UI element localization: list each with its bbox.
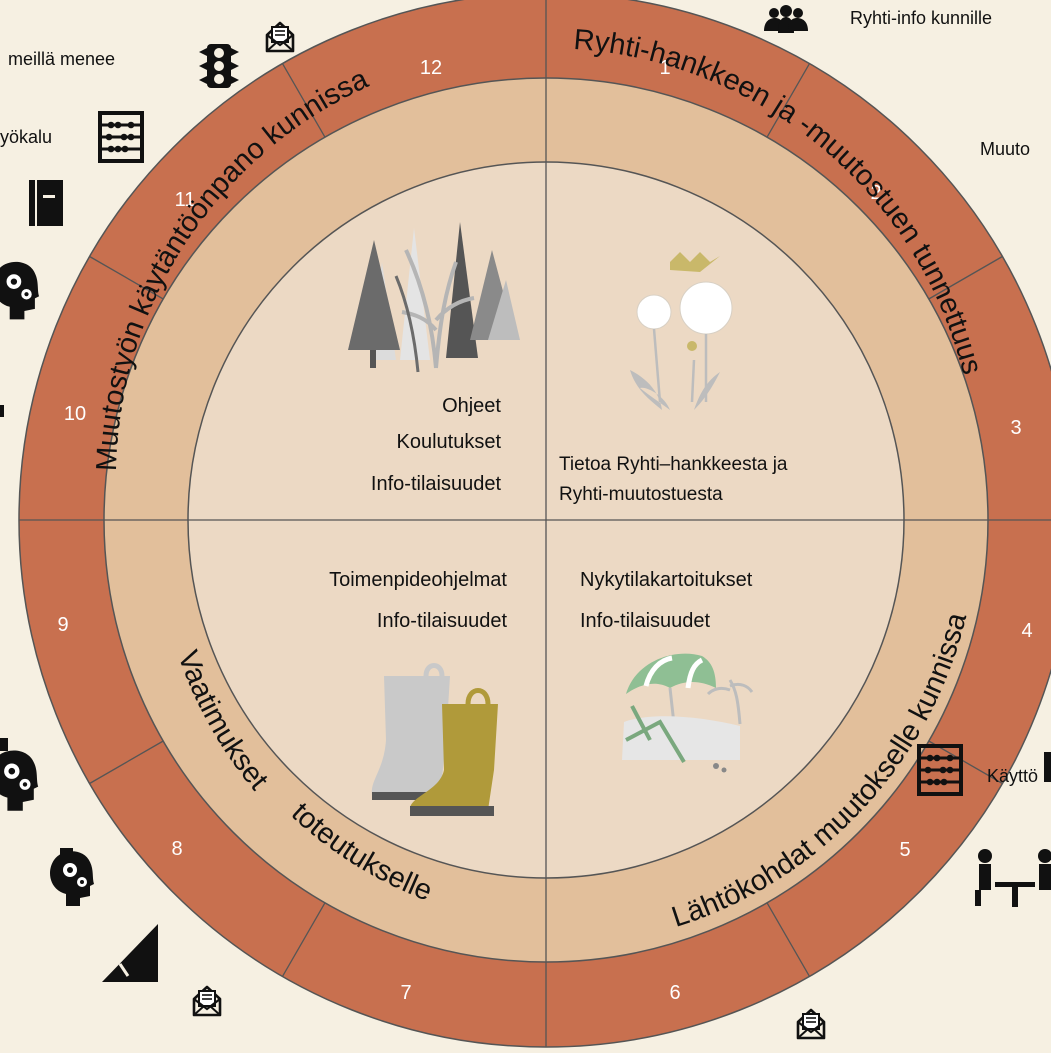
head-gears-icon [0, 750, 39, 811]
quadrant-items-bottom-left: Toimenpideohjelmat Info-tilaisuudet [329, 569, 507, 632]
month-12: 12 [420, 57, 442, 79]
month-8: 8 [171, 838, 182, 860]
abacus-icon [98, 111, 144, 163]
side-label-meilla-menee: meillä menee [8, 49, 115, 69]
boots-illustration [371, 663, 498, 816]
traffic-light-icon [199, 44, 239, 88]
month-10: 10 [64, 403, 86, 425]
item-tietoa-2: Ryhti-muutostuesta [559, 484, 723, 505]
quadrant-items-top-left: Ohjeet Koulutukset Info-tilaisuudet [371, 395, 502, 495]
month-7: 7 [400, 982, 411, 1004]
quadrant-items-top-right: Tietoa Ryhti–hankkeesta ja Ryhti-muutost… [559, 454, 788, 505]
beach-illustration [622, 653, 754, 773]
month-divider-lines [19, 0, 1051, 1047]
question-icon [60, 848, 73, 861]
item-tietoa-1: Tietoa Ryhti–hankkeesta ja [559, 454, 788, 475]
book-icon [29, 180, 63, 226]
quadrant-items-bottom-right: Nykytilakartoitukset Info-tilaisuudet [580, 569, 753, 632]
head-gears-icon [0, 261, 40, 320]
month-1: 1 [659, 57, 670, 79]
item-info-tilaisuudet-br: Info-tilaisuudet [580, 610, 711, 632]
envelope-icon [796, 1008, 826, 1040]
item-toimenpideohjelmat: Toimenpideohjelmat [329, 569, 507, 591]
quadrant-divider-lines [104, 78, 988, 962]
month-2: 2 [870, 182, 881, 204]
side-label-kaytto: Käyttö [987, 766, 1038, 786]
meeting-icon [975, 849, 1051, 907]
month-labels: 1 2 3 4 5 6 7 8 9 10 11 12 [57, 57, 1032, 1004]
item-ohjeet: Ohjeet [442, 395, 501, 417]
item-info-tilaisuudet: Info-tilaisuudet [371, 473, 502, 495]
month-3: 3 [1010, 417, 1021, 439]
trees-illustration [348, 222, 520, 373]
item-nykytilakartoitukset: Nykytilakartoitukset [580, 569, 753, 591]
side-icon-fragment [1044, 752, 1051, 782]
month-5: 5 [899, 839, 910, 861]
climber-icon [102, 924, 158, 982]
side-label-muuto: Muuto [980, 139, 1030, 159]
side-label-ryhti-info: Ryhti-info kunnille [850, 8, 992, 28]
question-icon [0, 738, 8, 751]
month-11: 11 [175, 189, 196, 211]
item-info-tilaisuudet-bl: Info-tilaisuudet [377, 610, 508, 632]
tool-mark-icon [0, 405, 4, 417]
month-6: 6 [669, 982, 680, 1004]
month-4: 4 [1021, 620, 1032, 642]
envelope-icon [192, 985, 222, 1017]
envelope-icon [265, 21, 295, 53]
item-koulutukset: Koulutukset [396, 431, 501, 453]
dandelion-illustration [630, 252, 733, 410]
group-icon [764, 5, 808, 33]
side-label-tyokalu: yökalu [0, 127, 52, 147]
month-9: 9 [57, 614, 68, 636]
